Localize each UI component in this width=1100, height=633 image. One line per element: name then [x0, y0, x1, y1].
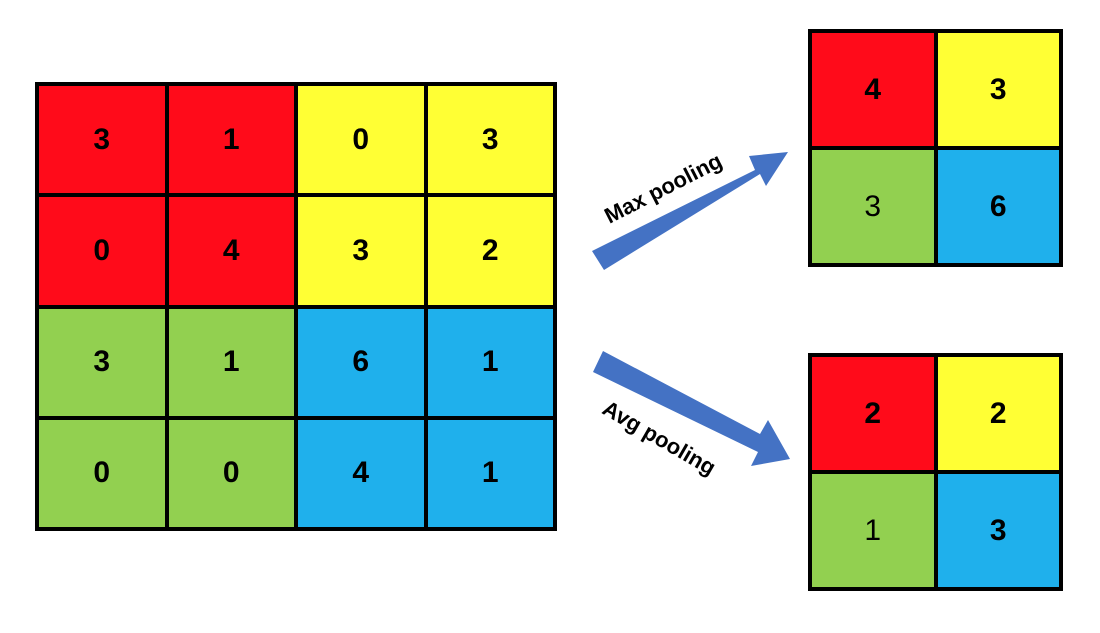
- input-cell-r2c1: 0: [39, 197, 165, 305]
- input-cell-r1c2: 1: [168, 86, 294, 194]
- input-cell-r2c2: 4: [168, 197, 294, 305]
- avg-pooling-grid: 2 2 1 3: [808, 353, 1063, 591]
- max-cell-r1c1: 4: [812, 33, 934, 146]
- input-grid: 3 1 0 3 0 4 3 2 3 1 6 1 0 0 4 1: [35, 82, 557, 531]
- max-cell-r1c2: 3: [937, 33, 1059, 146]
- input-cell-r4c3: 4: [298, 419, 424, 527]
- input-cell-r4c4: 1: [427, 419, 553, 527]
- avg-cell-r2c1: 1: [812, 474, 934, 587]
- input-cell-r3c3: 6: [298, 308, 424, 416]
- avg-pooling-arrow: Avg pooling: [593, 351, 790, 480]
- input-cell-r4c2: 0: [168, 419, 294, 527]
- max-pooling-arrow: Max pooling: [592, 148, 788, 270]
- input-cell-r1c1: 3: [39, 86, 165, 194]
- max-cell-r2c1: 3: [812, 150, 934, 263]
- input-cell-r3c4: 1: [427, 308, 553, 416]
- max-cell-r2c2: 6: [937, 150, 1059, 263]
- input-cell-r1c3: 0: [298, 86, 424, 194]
- avg-cell-r1c2: 2: [937, 357, 1059, 470]
- input-cell-r2c4: 2: [427, 197, 553, 305]
- input-cell-r3c2: 1: [168, 308, 294, 416]
- input-cell-r1c4: 3: [427, 86, 553, 194]
- input-cell-r3c1: 3: [39, 308, 165, 416]
- max-pooling-grid: 4 3 3 6: [808, 29, 1063, 267]
- avg-cell-r1c1: 2: [812, 357, 934, 470]
- avg-cell-r2c2: 3: [937, 474, 1059, 587]
- input-cell-r2c3: 3: [298, 197, 424, 305]
- avg-pooling-arrow-shape: [593, 351, 790, 466]
- max-pooling-arrow-icon: [592, 152, 788, 270]
- input-cell-r4c1: 0: [39, 419, 165, 527]
